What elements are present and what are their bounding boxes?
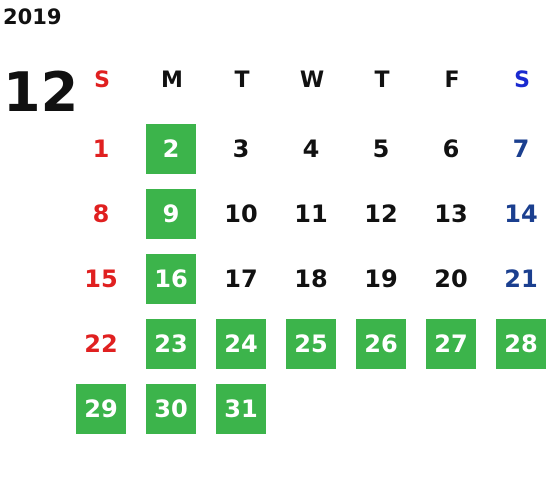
calendar-day[interactable]: 22 <box>84 330 118 358</box>
calendar-day[interactable]: 5 <box>372 135 390 163</box>
highlighted-day[interactable]: 25 <box>286 319 336 369</box>
calendar-day[interactable]: 21 <box>504 265 538 293</box>
calendar-cell <box>487 384 548 449</box>
highlighted-day[interactable]: 24 <box>216 319 266 369</box>
calendar-day[interactable]: 17 <box>224 265 258 293</box>
calendar-cell: 21 <box>487 254 548 319</box>
calendar-cell: 24 <box>207 319 277 384</box>
calendar-day[interactable]: 20 <box>434 265 468 293</box>
calendar-day[interactable]: 6 <box>442 135 460 163</box>
highlighted-day[interactable]: 30 <box>146 384 196 434</box>
calendar-cell: 26 <box>347 319 417 384</box>
calendar-cell: 17 <box>207 254 277 319</box>
year-label: 2019 <box>3 5 62 29</box>
calendar-cell: 22 <box>67 319 137 384</box>
calendar-cell <box>277 384 347 449</box>
calendar-cell: 28 <box>487 319 548 384</box>
calendar-cell: 10 <box>207 189 277 254</box>
calendar-cell: 1 <box>67 124 137 189</box>
calendar-cell: 18 <box>277 254 347 319</box>
calendar-cell: 9 <box>137 189 207 254</box>
calendar-day[interactable]: 11 <box>294 200 328 228</box>
weekday-wednesday: W <box>299 68 325 93</box>
calendar-day[interactable]: 8 <box>92 200 110 228</box>
calendar-cell: 6 <box>417 124 487 189</box>
weekday-thursday: T <box>374 68 390 93</box>
calendar-cell <box>347 384 417 449</box>
calendar-cell: 23 <box>137 319 207 384</box>
calendar-cell: 2 <box>137 124 207 189</box>
calendar-cell: 3 <box>207 124 277 189</box>
calendar-cell <box>417 384 487 449</box>
highlighted-day[interactable]: 26 <box>356 319 406 369</box>
weekday-friday: F <box>444 68 460 93</box>
calendar-cell: 11 <box>277 189 347 254</box>
calendar-day[interactable]: 3 <box>232 135 250 163</box>
highlighted-day[interactable]: 29 <box>76 384 126 434</box>
calendar-day[interactable]: 18 <box>294 265 328 293</box>
highlighted-day[interactable]: 9 <box>146 189 196 239</box>
calendar-cell: 8 <box>67 189 137 254</box>
highlighted-day[interactable]: 31 <box>216 384 266 434</box>
calendar-day[interactable]: 1 <box>92 135 110 163</box>
highlighted-day[interactable]: 28 <box>496 319 546 369</box>
weekday-monday: M <box>161 68 183 93</box>
calendar-cell: 30 <box>137 384 207 449</box>
calendar-day[interactable]: 7 <box>512 135 530 163</box>
weekday-saturday: S <box>514 68 530 93</box>
calendar-day[interactable]: 4 <box>302 135 320 163</box>
calendar-day[interactable]: 19 <box>364 265 398 293</box>
highlighted-day[interactable]: 2 <box>146 124 196 174</box>
calendar-cell: 12 <box>347 189 417 254</box>
highlighted-day[interactable]: 16 <box>146 254 196 304</box>
month-label: 12 <box>3 61 79 124</box>
calendar-day[interactable]: 12 <box>364 200 398 228</box>
calendar-day[interactable]: 10 <box>224 200 258 228</box>
calendar-cell: 7 <box>487 124 548 189</box>
calendar-day[interactable]: 13 <box>434 200 468 228</box>
calendar-cell: 15 <box>67 254 137 319</box>
highlighted-day[interactable]: 23 <box>146 319 196 369</box>
weekday-sunday: S <box>94 68 110 93</box>
calendar-cell: 20 <box>417 254 487 319</box>
weekday-tuesday: T <box>234 68 250 93</box>
calendar-cell: 25 <box>277 319 347 384</box>
calendar-cell: 4 <box>277 124 347 189</box>
calendar-cell: 5 <box>347 124 417 189</box>
calendar-cell: 14 <box>487 189 548 254</box>
calendar-cell: 13 <box>417 189 487 254</box>
calendar-cell: 27 <box>417 319 487 384</box>
calendar-cell: 29 <box>67 384 137 449</box>
highlighted-day[interactable]: 27 <box>426 319 476 369</box>
calendar-cell: 31 <box>207 384 277 449</box>
calendar-day[interactable]: 15 <box>84 265 118 293</box>
calendar-cell: 19 <box>347 254 417 319</box>
calendar-cell: 16 <box>137 254 207 319</box>
weekday-header: S M T W T F S <box>67 66 548 96</box>
calendar-day[interactable]: 14 <box>504 200 538 228</box>
